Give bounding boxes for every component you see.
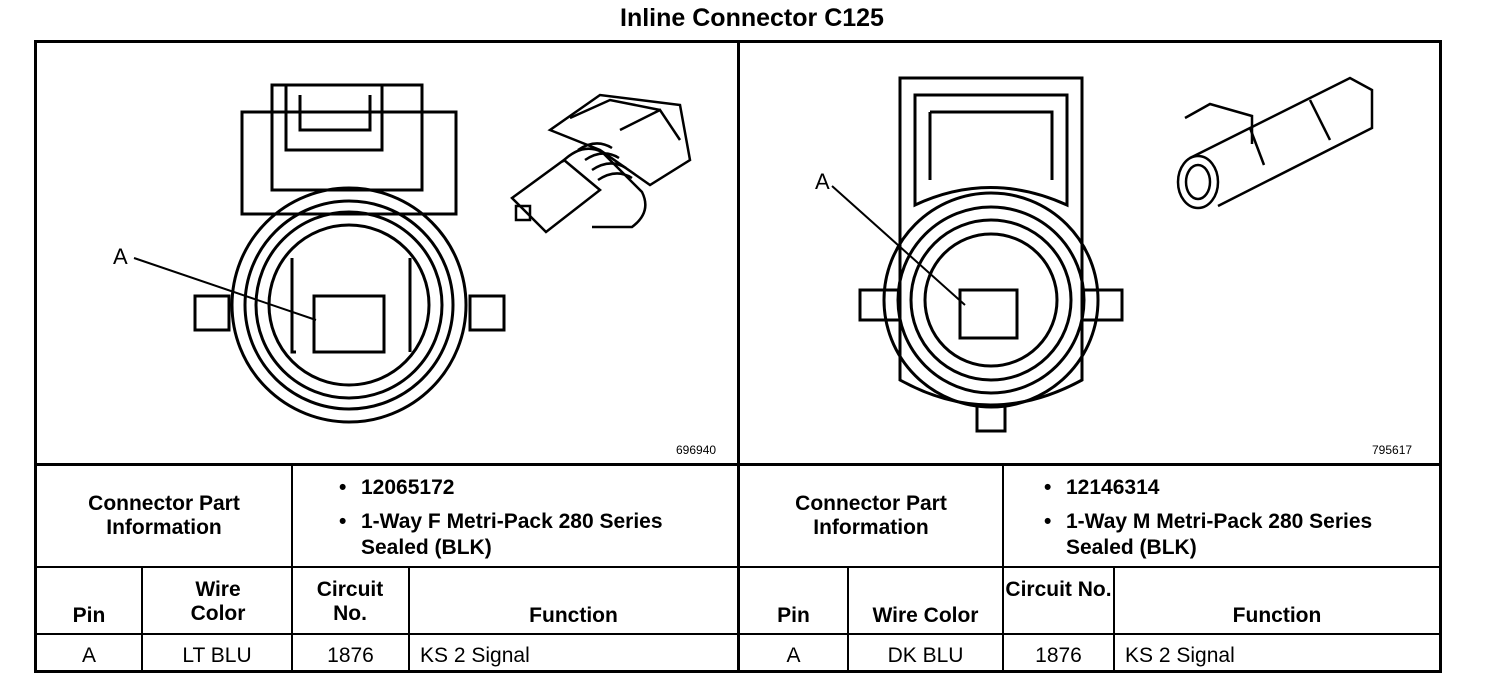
left-description-line1: 1-Way F Metri-Pack 280 Series: [339, 510, 663, 534]
right-part-number: 12146314: [1044, 476, 1160, 500]
left-part-number: 12065172: [339, 476, 455, 500]
right-figure-id: 795617: [1372, 443, 1413, 457]
left-row-wire-color: LT BLU: [182, 644, 252, 667]
right-header-function: Function: [1232, 604, 1322, 627]
left-figure-id: 696940: [676, 443, 717, 457]
right-pin-callout: A: [815, 169, 830, 194]
right-connector-face-view: [858, 76, 1124, 433]
right-row-function: KS 2 Signal: [1125, 644, 1235, 667]
right-part-info-label: Connector Part Information: [795, 492, 947, 539]
left-header-pin: Pin: [72, 604, 106, 627]
left-row-pin: A: [81, 644, 96, 667]
left-part-info-label: Connector Part Information: [88, 492, 240, 539]
right-header-wire-color: Wire Color: [872, 604, 979, 627]
right-header-circuit: Circuit No.: [1005, 578, 1112, 601]
right-header-pin: Pin: [777, 604, 810, 627]
right-row-wire-color: DK BLU: [887, 644, 964, 667]
right-row-circuit: 1876: [1035, 644, 1082, 667]
left-connector-face-view: [193, 83, 506, 424]
left-header-circuit: Circuit No.: [316, 578, 384, 625]
left-connector-3d-view: [510, 93, 692, 234]
right-pin-a-leader: [831, 185, 966, 306]
page-title: Inline Connector C125: [620, 4, 884, 32]
left-row-circuit: 1876: [327, 644, 374, 667]
left-pin-a-leader: [133, 257, 317, 321]
left-header-function: Function: [529, 604, 618, 627]
left-header-wire-color: Wire Color: [190, 578, 246, 625]
left-pin-callout: A: [113, 244, 128, 269]
left-row-function: KS 2 Signal: [420, 644, 530, 667]
left-description-line2: Sealed (BLK): [361, 536, 492, 559]
right-description-line1: 1-Way M Metri-Pack 280 Series: [1044, 510, 1372, 534]
right-row-pin: A: [786, 644, 801, 667]
right-connector-3d-view: [1176, 76, 1374, 210]
right-description-line2: Sealed (BLK): [1066, 536, 1197, 559]
